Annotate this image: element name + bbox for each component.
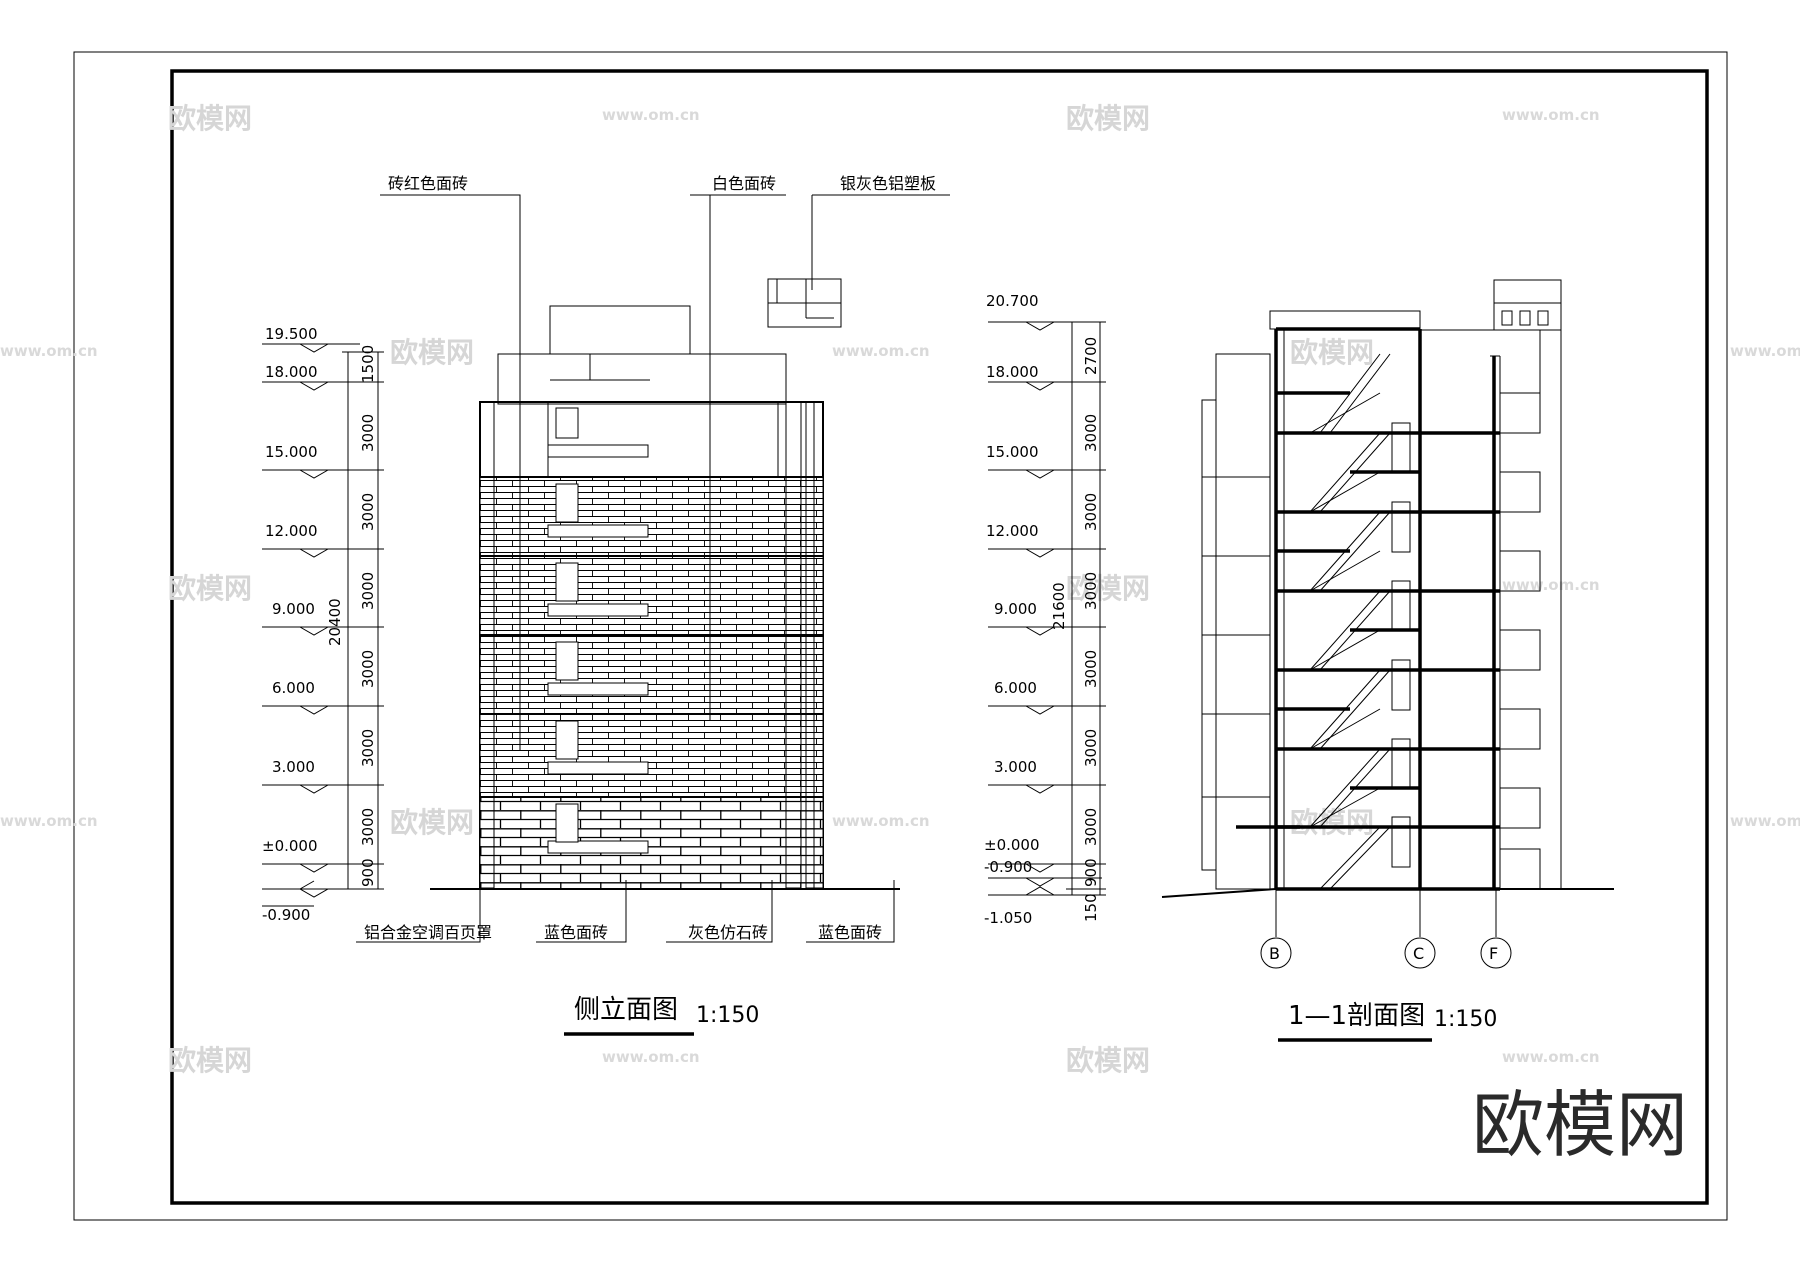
view-title: 1—1剖面图 — [1288, 1001, 1425, 1031]
material-label: 银灰色铝塑板 — [840, 174, 936, 193]
level-label: -0.900 — [262, 906, 310, 924]
view-scale: 1:150 — [696, 1003, 759, 1028]
watermark-brand: 欧模网 — [1066, 102, 1150, 135]
watermark-url: www.om.cn — [1502, 576, 1600, 594]
total-dim-text: 20400 — [326, 598, 344, 646]
level-label: 18.000 — [986, 363, 1039, 381]
axis-label: F — [1489, 944, 1498, 963]
level-label: 9.000 — [272, 600, 315, 618]
view-scale: 1:150 — [1434, 1007, 1497, 1032]
level-label: 18.000 — [265, 363, 318, 381]
material-label: 蓝色面砖 — [544, 923, 608, 942]
dimension-chain: 2700 3000 3000 3000 3000 3000 3000 900 1… — [1050, 321, 1106, 922]
watermark-url: www.om.cn — [832, 812, 930, 830]
level-label: 3.000 — [272, 758, 315, 776]
level-label: 12.000 — [265, 522, 318, 540]
inner-sheet-border — [170, 69, 1709, 1205]
dim-text: 900 — [1082, 858, 1100, 887]
level-label: 15.000 — [986, 443, 1039, 461]
dim-text: 3000 — [359, 414, 377, 452]
level-label: ±0.000 — [984, 836, 1040, 854]
level-label: 6.000 — [994, 679, 1037, 697]
dim-text: 3000 — [359, 729, 377, 767]
level-label: 12.000 — [986, 522, 1039, 540]
watermark-url: www.om.cn — [1730, 812, 1800, 830]
axis-label: B — [1269, 944, 1280, 963]
watermark-brand: 欧模网 — [1066, 1044, 1150, 1077]
brand-logo: 欧模网 — [1472, 1083, 1688, 1167]
view-title: 侧立面图 — [574, 995, 678, 1025]
dim-text: 3000 — [1082, 650, 1100, 688]
axis-label: C — [1413, 944, 1424, 963]
watermark-brand: 欧模网 — [1290, 336, 1374, 369]
section-building — [1161, 279, 1614, 898]
dim-text: 150 — [1082, 893, 1100, 922]
watermark-url: www.om.cn — [1502, 106, 1600, 124]
side-elevation-building — [430, 278, 900, 890]
level-label: ±0.000 — [262, 837, 318, 855]
dim-text: 3000 — [1082, 808, 1100, 846]
material-label: 白色面砖 — [712, 174, 776, 193]
watermark-layer: 欧模网 www.om.cn 欧模网 www.om.cn www.om.cn 欧模… — [0, 102, 1800, 1077]
dim-text: 1500 — [359, 345, 377, 383]
level-label: -1.050 — [984, 909, 1032, 927]
dim-text: 3000 — [359, 808, 377, 846]
watermark-url: www.om.cn — [602, 1048, 700, 1066]
material-label: 砖红色面砖 — [388, 174, 468, 193]
watermark-brand: 欧模网 — [390, 336, 474, 369]
level-label: 15.000 — [265, 443, 318, 461]
elevation-level-marks: 19.500 18.000 15.000 12.000 9.000 6.000 … — [262, 325, 360, 924]
outer-sheet-border — [73, 51, 1728, 1221]
dim-text: 3000 — [1082, 493, 1100, 531]
watermark-url: www.om.cn — [1502, 1048, 1600, 1066]
level-label: 6.000 — [272, 679, 315, 697]
dim-text: 3000 — [1082, 572, 1100, 610]
material-label: 铝合金空调百页罩 — [364, 923, 492, 942]
material-label: 蓝色面砖 — [818, 923, 882, 942]
watermark-url: www.om.cn — [602, 106, 700, 124]
side-elevation: 19.500 18.000 15.000 12.000 9.000 6.000 … — [262, 174, 950, 1036]
dim-text: 3000 — [1082, 729, 1100, 767]
watermark-url: www.om.cn — [832, 342, 930, 360]
dim-text: 3000 — [359, 650, 377, 688]
dim-text: 3000 — [359, 493, 377, 531]
section-1-1: 20.700 18.000 15.000 12.000 9.000 6.000 … — [984, 279, 1614, 1042]
watermark-brand: 欧模网 — [168, 1044, 252, 1077]
material-leaders — [356, 194, 950, 943]
level-label: 3.000 — [994, 758, 1037, 776]
level-label: 20.700 — [986, 292, 1039, 310]
watermark-url: www.om.cn — [0, 812, 98, 830]
watermark-brand: 欧模网 — [1290, 806, 1374, 839]
dim-text: 3000 — [1082, 414, 1100, 452]
watermark-brand: 欧模网 — [1066, 572, 1150, 605]
dim-text: 3000 — [359, 572, 377, 610]
level-label: 19.500 — [265, 325, 318, 343]
watermark-brand: 欧模网 — [168, 572, 252, 605]
dim-text: 900 — [359, 858, 377, 887]
dim-text: 2700 — [1082, 337, 1100, 375]
watermark-brand: 欧模网 — [390, 806, 474, 839]
dimension-chain: 1500 3000 3000 3000 3000 3000 3000 900 2… — [326, 345, 384, 890]
total-dim-text: 21600 — [1050, 582, 1068, 630]
watermark-url: www.om.cn — [0, 342, 98, 360]
level-label: 9.000 — [994, 600, 1037, 618]
material-label: 灰色仿石砖 — [688, 923, 768, 942]
level-label: -0.900 — [984, 858, 1032, 876]
watermark-brand: 欧模网 — [168, 102, 252, 135]
grid-axes: B C F — [1260, 889, 1512, 969]
watermark-url: www.om.cn — [1730, 342, 1800, 360]
